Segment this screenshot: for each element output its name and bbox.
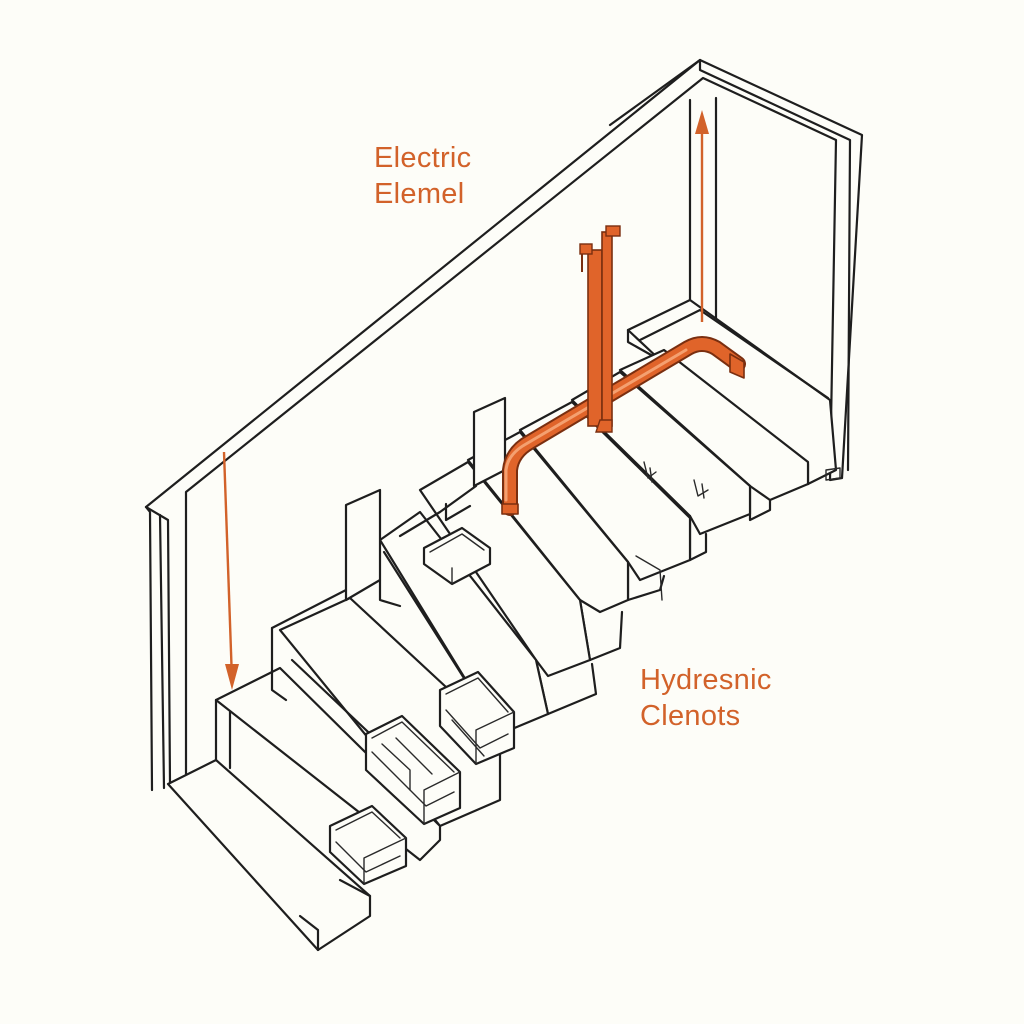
- electric-label-line-2: Elemel: [374, 178, 465, 210]
- upward-arrow: [695, 110, 709, 322]
- radiator-unit-upper: [422, 526, 492, 586]
- radiator-unit-lower: [364, 714, 462, 826]
- radiator-unit-bottom: [328, 804, 408, 886]
- staircase-side-wall: [144, 58, 864, 792]
- electric-element-label: Electric Elemel: [374, 140, 471, 212]
- flow-arrows: [222, 110, 709, 690]
- radiator-unit-middle: [438, 670, 516, 766]
- electric-label-line-1: Electric: [374, 142, 472, 174]
- hydronic-label: Hydresnic Clenots: [640, 662, 772, 734]
- downward-arrow: [222, 451, 239, 690]
- radiator-units: [328, 526, 516, 886]
- hydronic-label-line-2: Clenots: [640, 700, 741, 732]
- partition-panels: [270, 396, 507, 702]
- hydronic-label-line-1: Hydresnic: [640, 664, 772, 696]
- stair-steps: [166, 348, 810, 952]
- electric-element: [579, 225, 621, 433]
- step-fittings: [643, 461, 709, 499]
